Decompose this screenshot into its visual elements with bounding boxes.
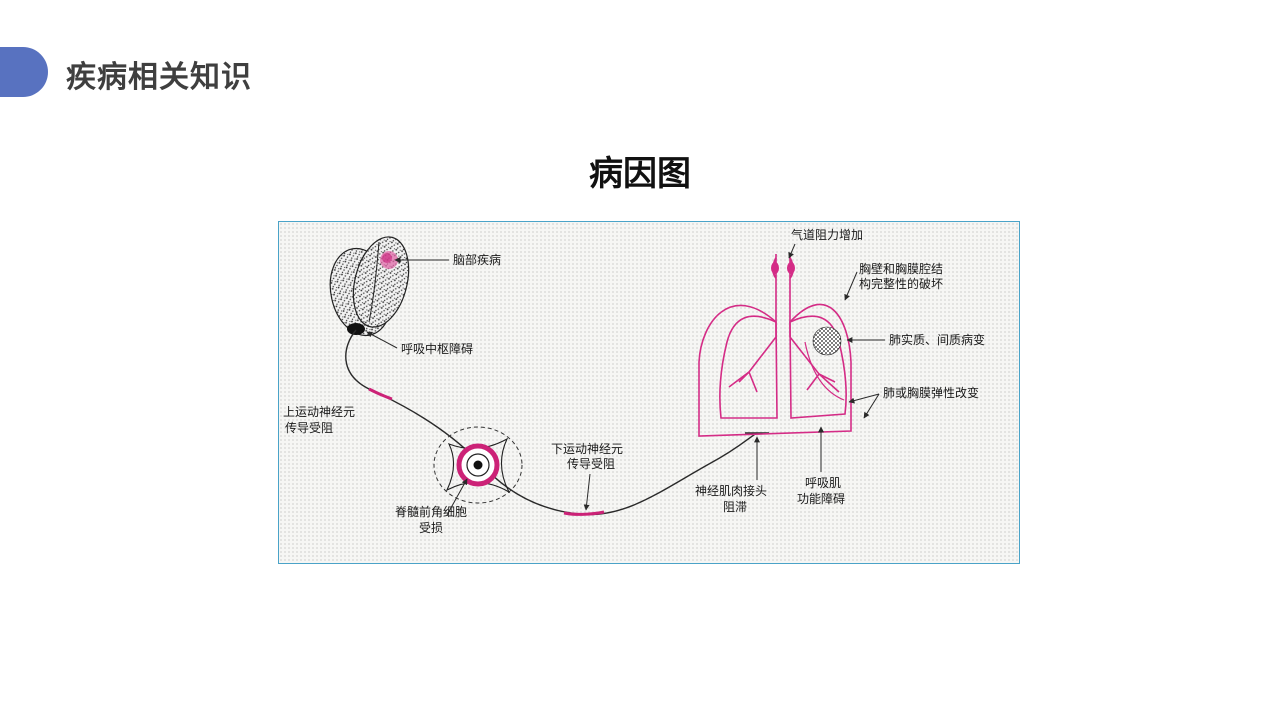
section-title: 疾病相关知识 bbox=[66, 60, 252, 95]
label-airway: 气道阻力增加 bbox=[791, 227, 863, 242]
arrow-lower-motor bbox=[583, 473, 591, 511]
label-nmj-1: 神经肌肉接头 bbox=[695, 483, 767, 498]
label-chest-wall-2: 构完整性的破坏 bbox=[859, 276, 943, 291]
label-lower-motor-1: 下运动神经元 bbox=[551, 442, 623, 456]
label-chest-wall-1: 胸壁和胸膜腔结 bbox=[859, 261, 943, 276]
arrow-airway bbox=[788, 243, 796, 259]
label-anterior-horn-2: 受损 bbox=[419, 521, 443, 535]
arrow-elasticity-2 bbox=[863, 393, 880, 419]
label-upper-motor-1: 上运动神经元 bbox=[283, 405, 355, 419]
arrow-anterior-horn bbox=[446, 478, 468, 516]
etiology-diagram: 脑部疾病 呼吸中枢障碍 上运动神经元 传导受阻 脊髓前角细胞 受损 下运动神经元… bbox=[283, 227, 985, 535]
section-marker bbox=[0, 47, 48, 97]
spinal-cord-icon bbox=[433, 426, 523, 504]
etiology-figure: 脑部疾病 呼吸中枢障碍 上运动神经元 传导受阻 脊髓前角细胞 受损 下运动神经元… bbox=[278, 221, 1020, 564]
diagram-title: 病因图 bbox=[589, 154, 691, 194]
label-nmj-2: 阻滞 bbox=[723, 500, 747, 514]
arrow-elasticity-1 bbox=[848, 393, 880, 404]
label-resp-center: 呼吸中枢障碍 bbox=[401, 341, 473, 356]
label-elasticity: 肺或胸膜弹性改变 bbox=[883, 385, 979, 400]
label-anterior-horn-1: 脊髓前角细胞 bbox=[395, 504, 467, 519]
lower-motor-highlight bbox=[563, 510, 605, 516]
label-upper-motor-2: 传导受阻 bbox=[285, 420, 333, 435]
brain-icon bbox=[329, 236, 410, 337]
label-brain-disease: 脑部疾病 bbox=[453, 252, 501, 267]
airway-narrowing bbox=[771, 257, 795, 279]
arrow-chest-wall bbox=[844, 271, 858, 301]
label-resp-muscle-2: 功能障碍 bbox=[797, 491, 845, 506]
lesion-icon bbox=[813, 327, 841, 355]
arrow-resp-center bbox=[366, 331, 398, 349]
label-lower-motor-2: 传导受阻 bbox=[567, 456, 615, 471]
upper-motor-highlight bbox=[368, 387, 393, 401]
nerve-pathway bbox=[345, 329, 758, 516]
label-parenchyma: 肺实质、间质病变 bbox=[889, 332, 985, 347]
label-resp-muscle-1: 呼吸肌 bbox=[805, 476, 841, 490]
